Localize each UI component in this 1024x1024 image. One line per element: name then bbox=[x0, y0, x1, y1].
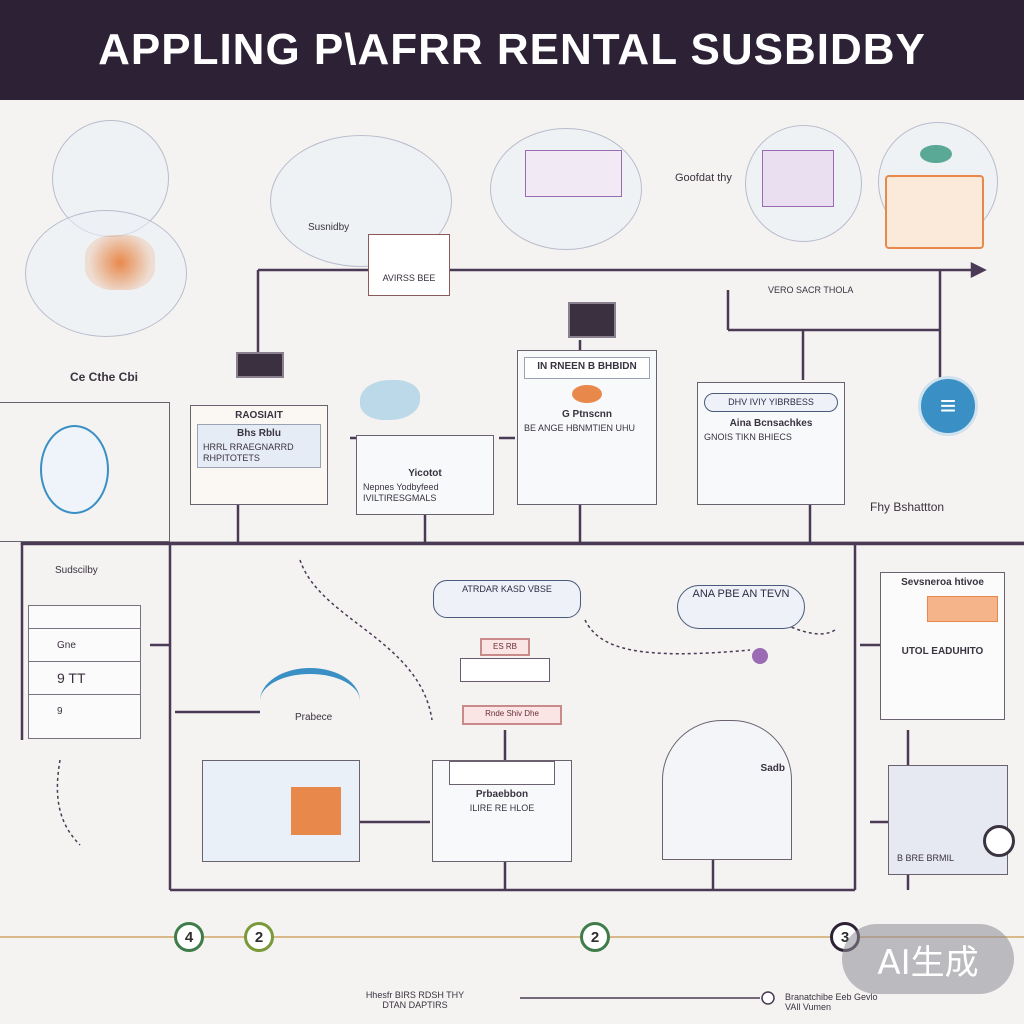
stack-row: 9 TT bbox=[29, 662, 140, 695]
right-panel-body: UTOL EADUHITO bbox=[901, 646, 984, 657]
top-middle-label: Goofdat thy bbox=[675, 172, 732, 184]
stack-row bbox=[29, 606, 140, 629]
fish-icon bbox=[360, 380, 420, 420]
lower-middle-body: ILIRE RE HLOE bbox=[469, 803, 535, 813]
teal-leaf-icon bbox=[920, 145, 952, 163]
stack-row: 9 bbox=[57, 705, 63, 717]
lower-middle-card: Prbaebbon ILIRE RE HLOE bbox=[432, 760, 572, 862]
building-icon bbox=[762, 150, 834, 207]
lower-middle-header bbox=[449, 761, 555, 785]
top-subsidy-label: Susnidby bbox=[308, 222, 350, 233]
bottom-right-card: B BRE BRMIL bbox=[888, 765, 1008, 875]
ai-generated-badge: AI生成 bbox=[842, 924, 1014, 994]
card-inner: IN RNEEN B BHBIDN bbox=[524, 357, 650, 379]
stack-row: Gne bbox=[29, 629, 140, 662]
equals-icon: ≡ bbox=[918, 376, 978, 436]
card-yield: Yicotot Nepnes Yodbyfeed IVILTIRESGMALS bbox=[356, 435, 494, 515]
orange-bar bbox=[927, 596, 998, 622]
card-rent-info: RAOSIAIT Bhs Rblu HRRL RRAEGNARRD RHPITO… bbox=[190, 405, 328, 505]
arc-icon bbox=[260, 668, 360, 734]
lower-right-title: Sadb bbox=[760, 763, 785, 774]
house-icon bbox=[885, 175, 984, 249]
orange-chart-icon bbox=[85, 235, 155, 290]
card-title: IN RNEEN B BHBIDN bbox=[537, 361, 637, 372]
card-body: Nepnes Yodbyfeed IVILTIRESGMALS bbox=[363, 482, 439, 503]
home-card-icon bbox=[525, 150, 622, 197]
right-panel: Sevsneroa htivoe UTOL EADUHITO bbox=[880, 572, 1005, 720]
left-panel-title: Sudscilby bbox=[55, 565, 98, 576]
middle-bar bbox=[460, 658, 550, 682]
lower-left-card bbox=[202, 760, 360, 862]
step-marker: 2 bbox=[580, 922, 610, 952]
top-left-card: AVIRSS BEE bbox=[368, 234, 450, 296]
lower-middle-title: Prbaebbon bbox=[475, 789, 529, 800]
left-panel-stack: Gne 9 TT 9 bbox=[28, 605, 141, 739]
left-side-label: Ce Cthe Cbi bbox=[70, 370, 139, 384]
card-body: GNOIS TIKN BHIECS bbox=[704, 432, 792, 442]
lower-label: Prabece bbox=[295, 712, 333, 723]
card-title: Yicotot bbox=[408, 468, 442, 479]
header-bar: APPLING P\AFRR RENTAL SUSBIDBY bbox=[0, 0, 1024, 100]
card-daily: DHV IVIY YIBRBESS Aina Bcnsachkes GNOIS … bbox=[697, 382, 845, 505]
middle-tag: ES RB bbox=[480, 638, 530, 656]
step-marker: 2 bbox=[244, 922, 274, 952]
card-body: BE ANGE HBNMTIEN UHU bbox=[524, 423, 636, 433]
middle-strip: Rnde Shiv Dhe bbox=[462, 705, 562, 725]
top-right-caption: VERO SACR THOLA bbox=[768, 285, 854, 295]
right-label: Fhy Bshattton bbox=[870, 500, 945, 514]
footer-left: Hhesfr BIRS RDSH THY DTAN DAPTIRS bbox=[365, 990, 465, 1010]
right-panel-title: Sevsneroa htivoe bbox=[901, 577, 984, 588]
lower-right-card: Sadb bbox=[662, 720, 792, 860]
bottom-right-circle-icon bbox=[983, 825, 1015, 857]
globe-icon bbox=[40, 425, 109, 514]
orange-highlight bbox=[291, 787, 341, 835]
card-pill: DHV IVIY YIBRBESS bbox=[704, 393, 838, 412]
middle-pill: ATRDAR KASD VBSE bbox=[433, 580, 581, 618]
card-body: HRRL RRAEGNARRD RHPITOTETS bbox=[203, 442, 294, 463]
node-tag bbox=[236, 352, 284, 378]
croissant-icon bbox=[572, 385, 602, 403]
purple-pin-icon bbox=[752, 648, 768, 664]
card-subtitle: G Ptnscnn bbox=[561, 409, 612, 420]
card-subtitle: Bhs Rblu bbox=[237, 428, 281, 439]
right-pill: ANA PBE AN TEVN bbox=[677, 585, 805, 629]
page-title: APPLING P\AFRR RENTAL SUSBIDBY bbox=[98, 25, 926, 74]
card-benefit: IN RNEEN B BHBIDN G Ptnscnn BE ANGE HBNM… bbox=[517, 350, 657, 505]
footer-right: Branatchibe Eeb Gevlo VAll Vumen bbox=[785, 992, 878, 1012]
card-title: RAOSIAIT bbox=[235, 410, 283, 421]
bottom-right-card-text: B BRE BRMIL bbox=[897, 853, 955, 863]
card-subtitle: Aina Bcnsachkes bbox=[729, 418, 813, 429]
node-tag bbox=[568, 302, 616, 338]
top-left-card-text: AVIRSS BEE bbox=[382, 273, 436, 283]
step-marker: 4 bbox=[174, 922, 204, 952]
left-panel-frame bbox=[0, 402, 170, 542]
card-inner: Bhs Rblu HRRL RRAEGNARRD RHPITOTETS bbox=[197, 424, 321, 468]
